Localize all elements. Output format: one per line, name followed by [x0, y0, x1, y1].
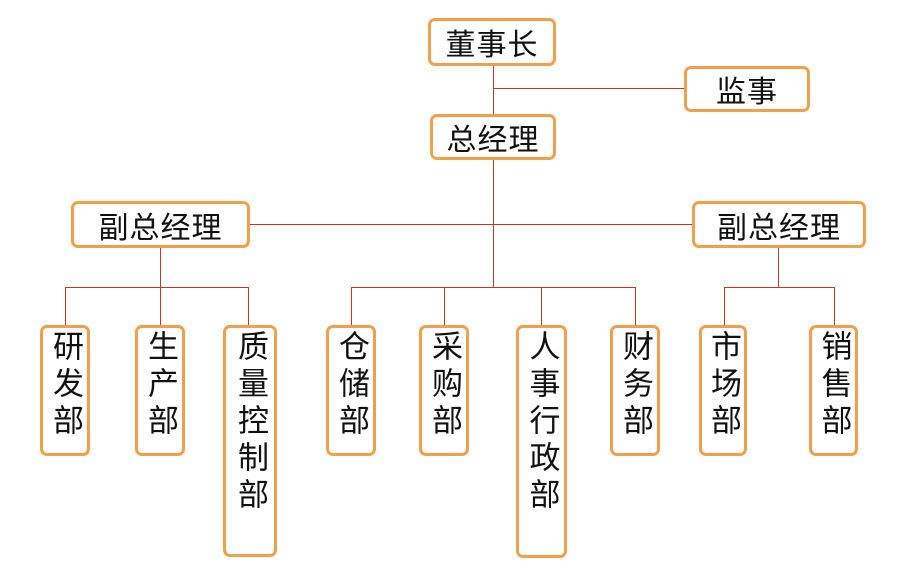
connector-supervisor — [493, 88, 684, 89]
connector-chairman-gm — [493, 66, 494, 114]
connector-finance — [635, 287, 636, 327]
connector-sales — [834, 287, 835, 327]
dept-quality-node: 质量控制部 — [223, 325, 277, 557]
supervisor-node: 监事 — [684, 66, 810, 112]
dept-sales-node: 销售部 — [809, 325, 858, 456]
connector-left-branch — [65, 287, 248, 288]
dept-market-node: 市场部 — [699, 325, 747, 456]
dept-hr-admin-node: 人事行政部 — [516, 325, 567, 558]
dept-warehouse-node: 仓储部 — [326, 325, 376, 456]
dept-purchasing-node: 采购部 — [419, 325, 469, 456]
connector-purchasing — [444, 287, 445, 327]
connector-warehouse — [351, 287, 352, 327]
connector-right-branch — [724, 287, 834, 288]
general-manager-node: 总经理 — [430, 114, 556, 160]
connector-market — [724, 287, 725, 327]
connector-deputy-left-down — [160, 248, 161, 288]
deputy-gm-right-node: 副总经理 — [692, 201, 866, 248]
connector-quality — [248, 287, 249, 327]
connector-production — [160, 287, 161, 327]
dept-rd-node: 研发部 — [40, 325, 90, 456]
dept-finance-node: 财务部 — [610, 325, 660, 456]
dept-production-node: 生产部 — [135, 325, 185, 456]
deputy-gm-left-node: 副总经理 — [71, 201, 250, 248]
connector-deputy-right-down — [778, 248, 779, 288]
chairman-node: 董事长 — [428, 18, 556, 66]
connector-deputy-horizontal — [250, 224, 692, 225]
connector-rd — [65, 287, 66, 327]
connector-center-branch — [351, 287, 635, 288]
connector-hr-admin — [541, 287, 542, 327]
